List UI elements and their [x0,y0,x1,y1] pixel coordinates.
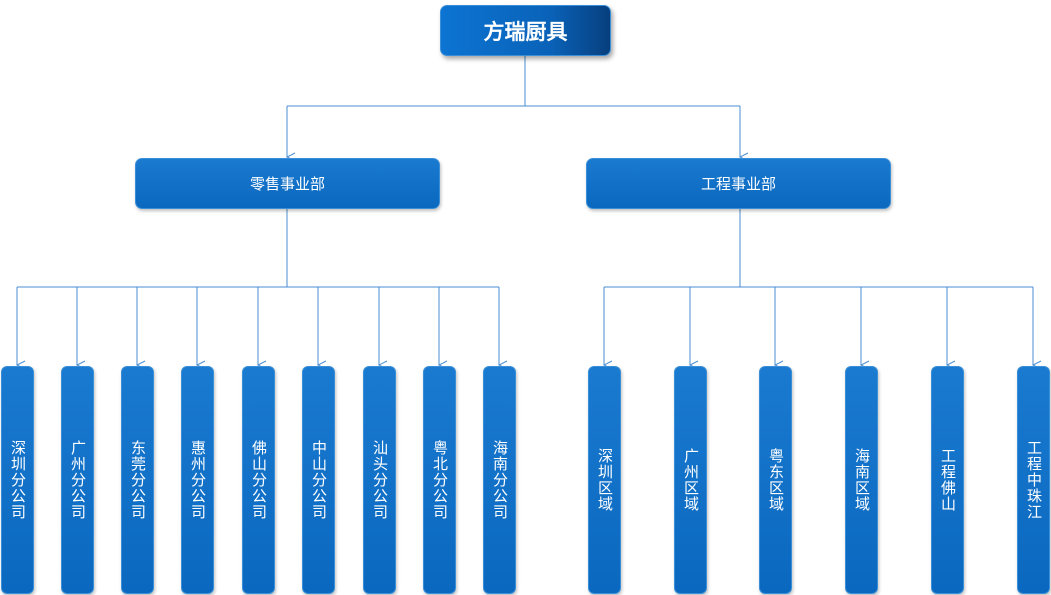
leaf-label: 广州分公司 [69,440,87,520]
leaf-node-eng-2: 广州区域 [674,366,707,594]
leaf-label: 海南分公司 [491,440,509,520]
dept-node-retail: 零售事业部 [135,158,440,209]
dept-label: 零售事业部 [249,175,325,193]
leaf-node-eng-5: 工程佛山 [931,366,964,594]
leaf-node-retail-5: 佛山分公司 [242,366,275,594]
leaf-label: 东莞分公司 [129,440,147,520]
leaf-node-retail-1: 深圳分公司 [1,366,34,594]
dept-node-engineering: 工程事业部 [586,158,891,209]
leaf-label: 粤东区域 [767,448,785,512]
leaf-node-retail-9: 海南分公司 [483,366,516,594]
leaf-node-retail-6: 中山分公司 [302,366,335,594]
leaf-node-eng-4: 海南区域 [845,366,878,594]
leaf-label: 惠州分公司 [189,440,207,520]
leaf-node-retail-4: 惠州分公司 [181,366,214,594]
leaf-label: 深圳区域 [596,448,614,512]
leaf-node-retail-3: 东莞分公司 [121,366,154,594]
leaf-label: 佛山分公司 [250,440,268,520]
leaf-node-eng-6: 工程中珠江 [1017,366,1050,594]
leaf-node-eng-1: 深圳区域 [588,366,621,594]
root-label: 方瑞厨具 [483,19,568,44]
leaf-label: 中山分公司 [310,440,328,520]
leaf-node-retail-8: 粤北分公司 [423,366,456,594]
dept-label: 工程事业部 [700,175,776,193]
leaf-label: 汕头分公司 [371,440,389,520]
leaf-label: 工程佛山 [939,448,957,512]
leaf-node-retail-7: 汕头分公司 [363,366,396,594]
leaf-node-eng-3: 粤东区域 [759,366,792,594]
leaf-label: 海南区域 [853,448,871,512]
leaf-label: 工程中珠江 [1025,440,1043,520]
leaf-label: 广州区域 [682,448,700,512]
root-node: 方瑞厨具 [440,5,611,56]
leaf-node-retail-2: 广州分公司 [61,366,94,594]
leaf-label: 粤北分公司 [431,440,449,520]
leaf-label: 深圳分公司 [9,440,27,520]
